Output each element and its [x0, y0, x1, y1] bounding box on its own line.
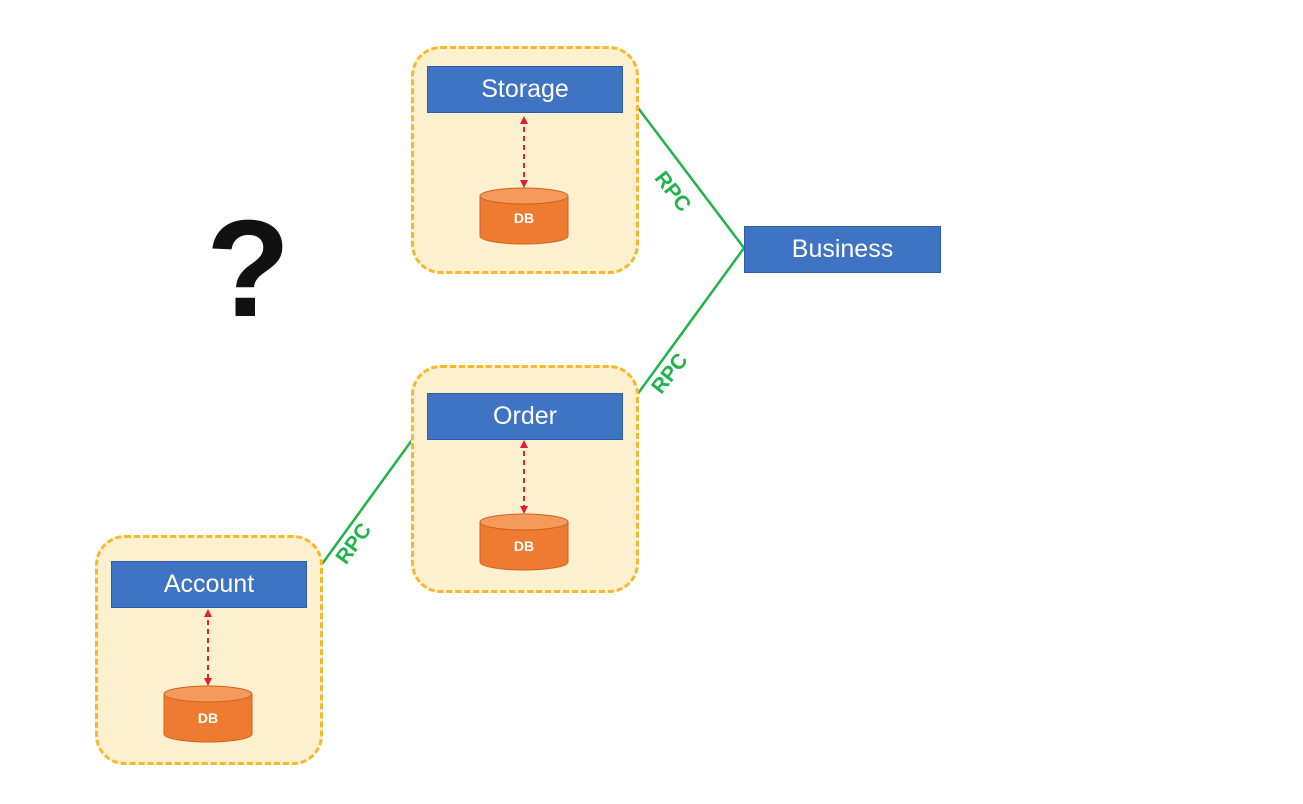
account-db-icon	[163, 685, 253, 743]
account-service-box: Account	[111, 561, 307, 608]
question-mark: ?	[206, 192, 291, 346]
storage-db-label: DB	[513, 210, 535, 226]
storage-service-box: Storage	[427, 66, 623, 113]
rpc-line-business-order	[624, 247, 746, 412]
account-db-label: DB	[197, 710, 219, 726]
rpc-line-order-account	[307, 417, 430, 584]
order-db-label: DB	[513, 538, 535, 554]
order-db-icon	[479, 513, 569, 571]
rpc-line-business-storage	[624, 90, 745, 249]
storage-db-icon	[479, 187, 569, 245]
order-service-box: Order	[427, 393, 623, 440]
business-service-box: Business	[744, 226, 941, 273]
